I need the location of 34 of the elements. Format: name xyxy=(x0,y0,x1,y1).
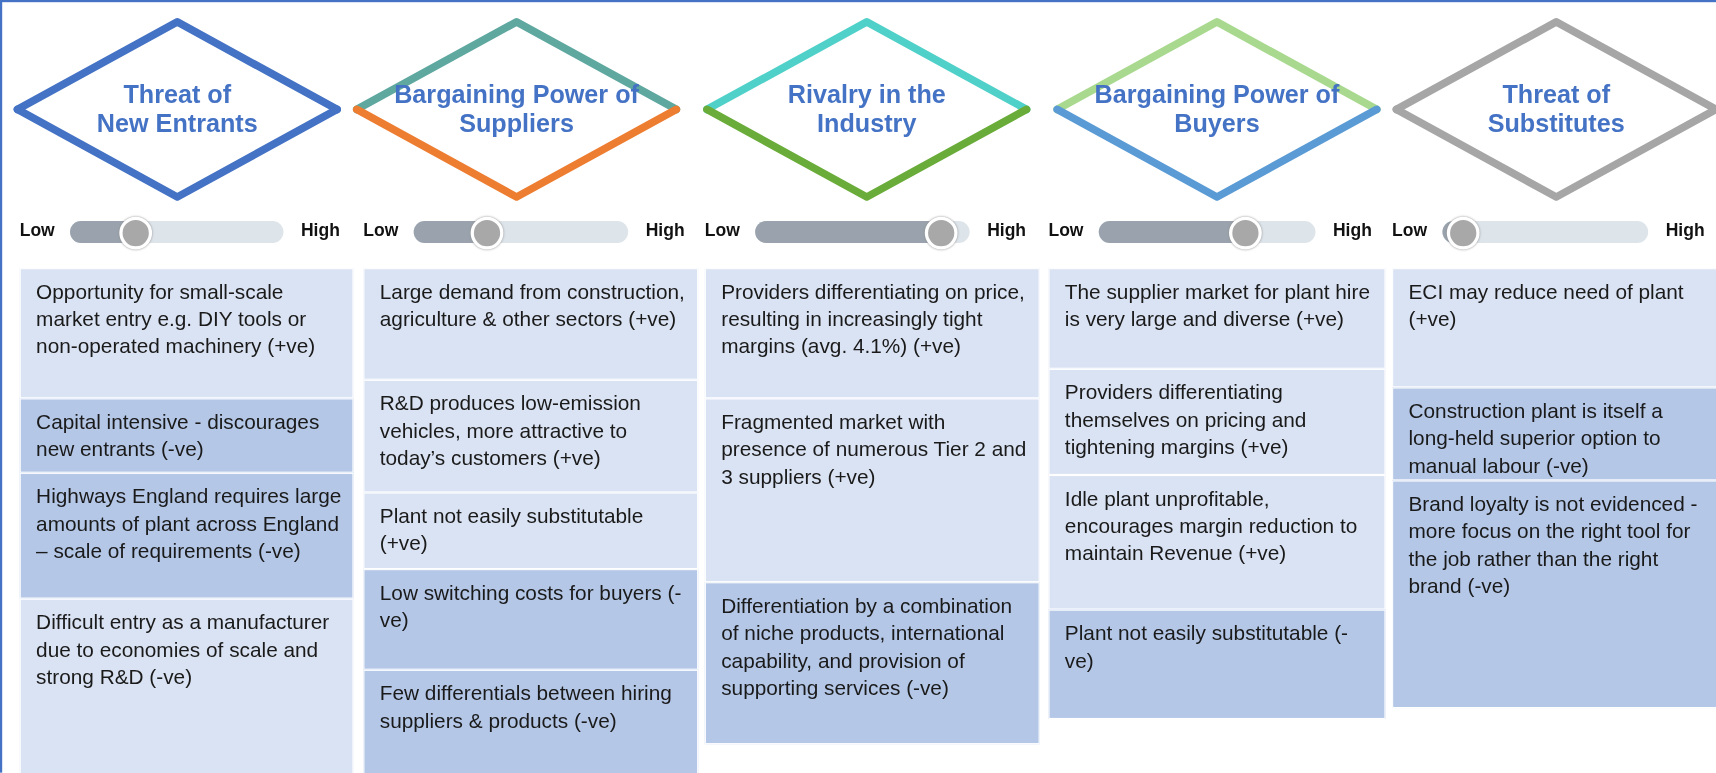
factor-cell: Few differentials between hiring suppliers & products (-ve) xyxy=(363,669,699,773)
factor-cell: Opportunity for small-scale market entry e.g. DIY tools or non-operated machinery (+ve) xyxy=(19,268,354,399)
force-title: Threat of Substitutes xyxy=(1486,80,1626,139)
force-title: Rivalry in the Industry xyxy=(786,80,947,139)
factor-cell: Providers differentiating themselves on pricing and tightening margins (+ve) xyxy=(1048,368,1386,475)
factor-cell: Capital intensive - discourages new entrants (-ve) xyxy=(19,398,354,473)
factor-cell: Highways England requires large amounts of plant across England – scale of requirements (-ve) xyxy=(19,472,354,599)
factor-cell: R&D produces low-emission vehicles, more attractive to today’s customers (+ve) xyxy=(363,379,699,493)
factor-cell: The supplier market for plant hire is very large and diverse (+ve) xyxy=(1048,268,1386,369)
scale-label: High xyxy=(987,221,1027,241)
factor-cell: Fragmented market with presence of numerous Tier 2 and 3 suppliers (+ve) xyxy=(704,398,1040,583)
factor-cell: Plant not easily substitutable (-ve) xyxy=(1048,609,1386,719)
factor-cell: Difficult entry as a manufacturer due to economies of scale and strong R&D (-ve) xyxy=(19,598,354,773)
factor-cell: Brand loyalty is not evidenced - more focus on the right tool for the job rather than the right brand (-ve) xyxy=(1392,480,1716,709)
scale-label: High xyxy=(1665,221,1705,241)
scale-label: High xyxy=(300,221,340,241)
scale-label: Low xyxy=(19,221,55,241)
factor-cell: Differentiation by a combination of niche products, international capability, and provision of supporting services (-ve) xyxy=(704,582,1040,745)
scale-label: High xyxy=(645,221,685,241)
factor-cell: Large demand from construction, agriculture & other sectors (+ve) xyxy=(363,268,699,380)
factor-cell: Low switching costs for buyers (-ve) xyxy=(363,569,699,670)
force-title: Bargaining Power of Suppliers xyxy=(393,80,640,139)
scale-label: Low xyxy=(1048,221,1084,241)
factor-cell: Idle plant unprofitable, encourages margin reduction to maintain Revenue (+ve) xyxy=(1048,474,1386,610)
scale-label: Low xyxy=(363,221,399,241)
factor-cell: Providers differentiating on price, resulting in increasingly tight margins (avg. 4.1%) (+ve) xyxy=(704,268,1040,399)
factor-cell: ECI may reduce need of plant (+ve) xyxy=(1392,268,1716,388)
scale-label: Low xyxy=(704,221,740,241)
force-title: Threat of New Entrants xyxy=(95,80,259,139)
scale-label: Low xyxy=(1392,221,1428,241)
force-title: Bargaining Power of Buyers xyxy=(1093,80,1341,139)
factor-cell: Plant not easily substitutable (+ve) xyxy=(363,492,699,570)
scale-label: High xyxy=(1333,221,1372,241)
factor-cell: Construction plant is itself a long-held superior option to manual labour (-ve) xyxy=(1392,387,1716,481)
